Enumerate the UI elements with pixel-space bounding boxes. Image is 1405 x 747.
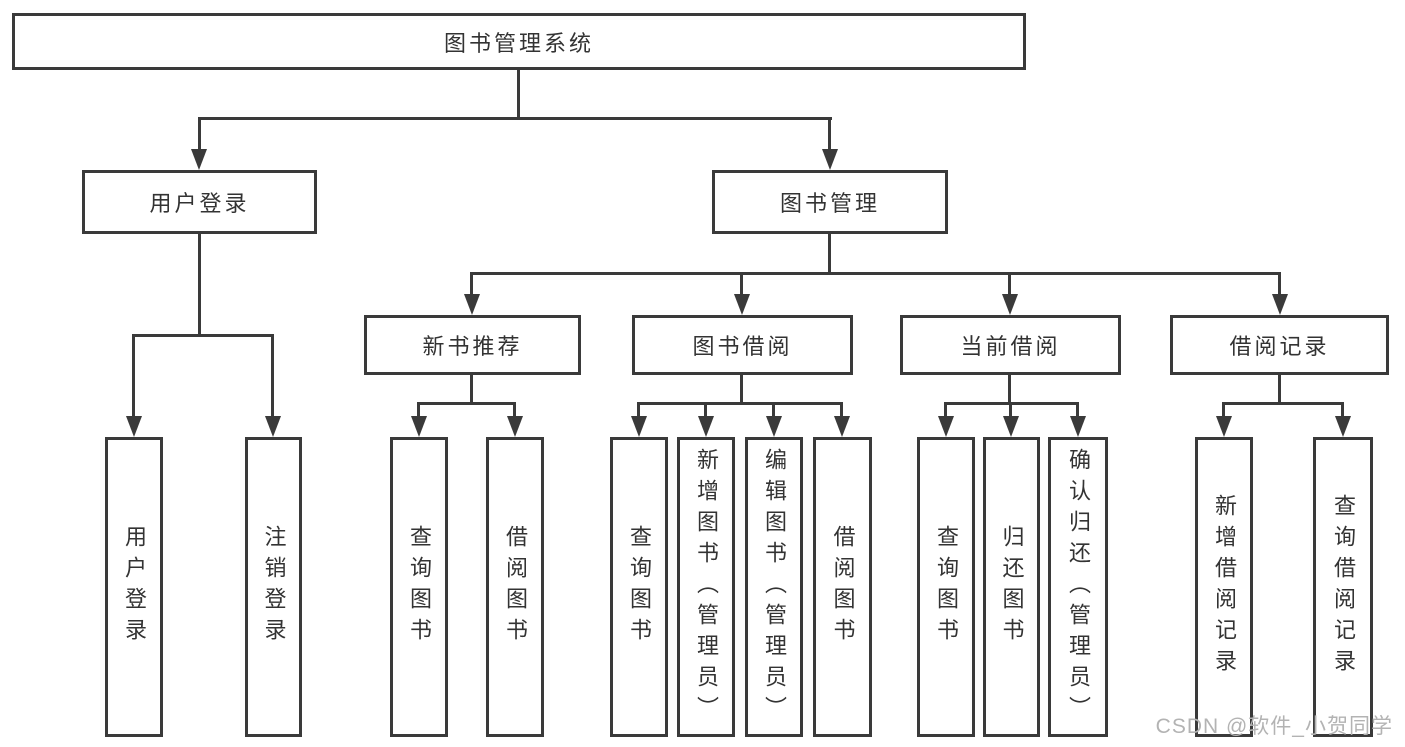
arrowhead-nbr-borrow-icon — [507, 416, 523, 437]
leaf-user-login: 用户登录 — [105, 437, 163, 737]
arrowhead-book-borrowing-icon — [734, 294, 750, 315]
connector-book-management-stem — [828, 234, 831, 275]
connector-to-bb-edit — [772, 402, 775, 419]
connector-to-bb-add — [704, 402, 707, 419]
leaf-bb-borrow-books: 借阅图书 — [813, 437, 872, 737]
node-current-borrowing: 当前借阅 — [900, 315, 1121, 375]
leaf-cb-confirm-return-admin: 确认归还（管理员） — [1048, 437, 1108, 737]
connector-to-cb-query — [944, 402, 947, 419]
leaf-bb-borrow-books-label: 借阅图书 — [830, 525, 856, 649]
node-root: 图书管理系统 — [12, 13, 1026, 70]
connector-bb-bracket — [637, 402, 843, 405]
arrowhead-bb-borrow-icon — [834, 416, 850, 437]
arrowhead-new-book-recommend-icon — [464, 294, 480, 315]
arrowhead-book-management-icon — [822, 149, 838, 170]
leaf-nbr-borrow-books-label: 借阅图书 — [503, 525, 528, 649]
leaf-bb-query-books: 查询图书 — [610, 437, 668, 737]
connector-to-bb-query — [637, 402, 640, 419]
arrowhead-nbr-query-icon — [411, 416, 427, 437]
arrowhead-leaf-logout-icon — [265, 416, 281, 437]
connector-to-current-borrowing — [1008, 272, 1011, 297]
leaf-br-add-record: 新增借阅记录 — [1195, 437, 1253, 737]
connector-to-br-query — [1341, 402, 1344, 419]
arrowhead-current-borrowing-icon — [1002, 294, 1018, 315]
connector-to-leaf-logout — [271, 334, 274, 419]
arrowhead-cb-return-icon — [1003, 416, 1019, 437]
leaf-br-query-record: 查询借阅记录 — [1313, 437, 1373, 737]
node-book-borrowing: 图书借阅 — [632, 315, 853, 375]
connector-to-book-borrowing — [740, 272, 743, 297]
node-new-book-recommend: 新书推荐 — [364, 315, 581, 375]
connector-user-login-bracket — [132, 334, 274, 337]
connector-to-cb-return — [1009, 402, 1012, 419]
connector-br-bracket — [1222, 402, 1344, 405]
node-borrowing-records-label: 借阅记录 — [1229, 334, 1330, 359]
connector-to-nbr-borrow — [513, 402, 516, 419]
arrowhead-leaf-user-login-icon — [126, 416, 142, 437]
leaf-nbr-borrow-books: 借阅图书 — [486, 437, 544, 737]
connector-br-stem — [1278, 375, 1281, 405]
node-book-management: 图书管理 — [712, 170, 948, 234]
node-root-label: 图书管理系统 — [443, 30, 594, 56]
connector-root-bracket — [198, 117, 832, 120]
connector-to-borrowing-records — [1278, 272, 1281, 297]
leaf-br-query-record-label: 查询借阅记录 — [1331, 494, 1356, 680]
node-user-login-label: 用户登录 — [149, 191, 250, 216]
leaf-cb-confirm-return-admin-label: 确认归还（管理员） — [1066, 447, 1091, 727]
connector-to-bb-borrow — [840, 402, 843, 419]
node-new-book-recommend-label: 新书推荐 — [422, 334, 523, 359]
node-user-login: 用户登录 — [82, 170, 317, 234]
connector-nbr-bracket — [417, 402, 516, 405]
connector-to-nbr-query — [417, 402, 420, 419]
leaf-nbr-query-books-label: 查询图书 — [407, 525, 432, 649]
leaf-user-login-label: 用户登录 — [122, 525, 147, 649]
node-book-management-label: 图书管理 — [779, 191, 880, 216]
leaf-nbr-query-books: 查询图书 — [390, 437, 448, 737]
connector-to-br-add — [1222, 402, 1225, 419]
connector-to-user-login — [198, 117, 201, 152]
leaf-br-add-record-label: 新增借阅记录 — [1212, 494, 1237, 680]
leaf-logout-label: 注销登录 — [261, 525, 287, 649]
arrowhead-bb-query-icon — [631, 416, 647, 437]
leaf-bb-add-books-admin: 新增图书（管理员） — [677, 437, 735, 737]
node-book-borrowing-label: 图书借阅 — [692, 334, 793, 359]
leaf-cb-return-books-label: 归还图书 — [999, 525, 1025, 649]
connector-to-leaf-user-login — [132, 334, 135, 419]
leaf-logout: 注销登录 — [245, 437, 302, 737]
connector-to-new-book-recommend — [470, 272, 473, 297]
csdn-watermark: CSDN @软件_小贺同学 — [1155, 715, 1393, 738]
arrowhead-bb-add-icon — [698, 416, 714, 437]
leaf-bb-edit-books-admin: 编辑图书（管理员） — [745, 437, 803, 737]
node-borrowing-records: 借阅记录 — [1170, 315, 1389, 375]
arrowhead-cb-confirm-icon — [1070, 416, 1086, 437]
arrowhead-bb-edit-icon — [766, 416, 782, 437]
leaf-bb-add-books-admin-label: 新增图书（管理员） — [694, 447, 719, 727]
arrowhead-br-add-icon — [1216, 416, 1232, 437]
connector-to-cb-confirm — [1076, 402, 1079, 419]
connector-bb-stem — [740, 375, 743, 405]
leaf-cb-query-books-label: 查询图书 — [934, 525, 959, 649]
connector-nbr-stem — [470, 375, 473, 405]
leaf-bb-edit-books-admin-label: 编辑图书（管理员） — [762, 447, 787, 727]
arrowhead-br-query-icon — [1335, 416, 1351, 437]
connector-to-book-management — [828, 117, 831, 152]
connector-book-management-bracket — [470, 272, 1281, 275]
node-current-borrowing-label: 当前借阅 — [960, 334, 1061, 359]
leaf-cb-query-books: 查询图书 — [917, 437, 975, 737]
leaf-cb-return-books: 归还图书 — [983, 437, 1040, 737]
arrowhead-user-login-icon — [191, 149, 207, 170]
connector-user-login-stem — [198, 234, 201, 337]
connector-root-stem — [517, 70, 520, 120]
connector-cb-stem — [1008, 375, 1011, 405]
arrowhead-cb-query-icon — [938, 416, 954, 437]
leaf-bb-query-books-label: 查询图书 — [627, 525, 652, 649]
arrowhead-borrowing-records-icon — [1272, 294, 1288, 315]
